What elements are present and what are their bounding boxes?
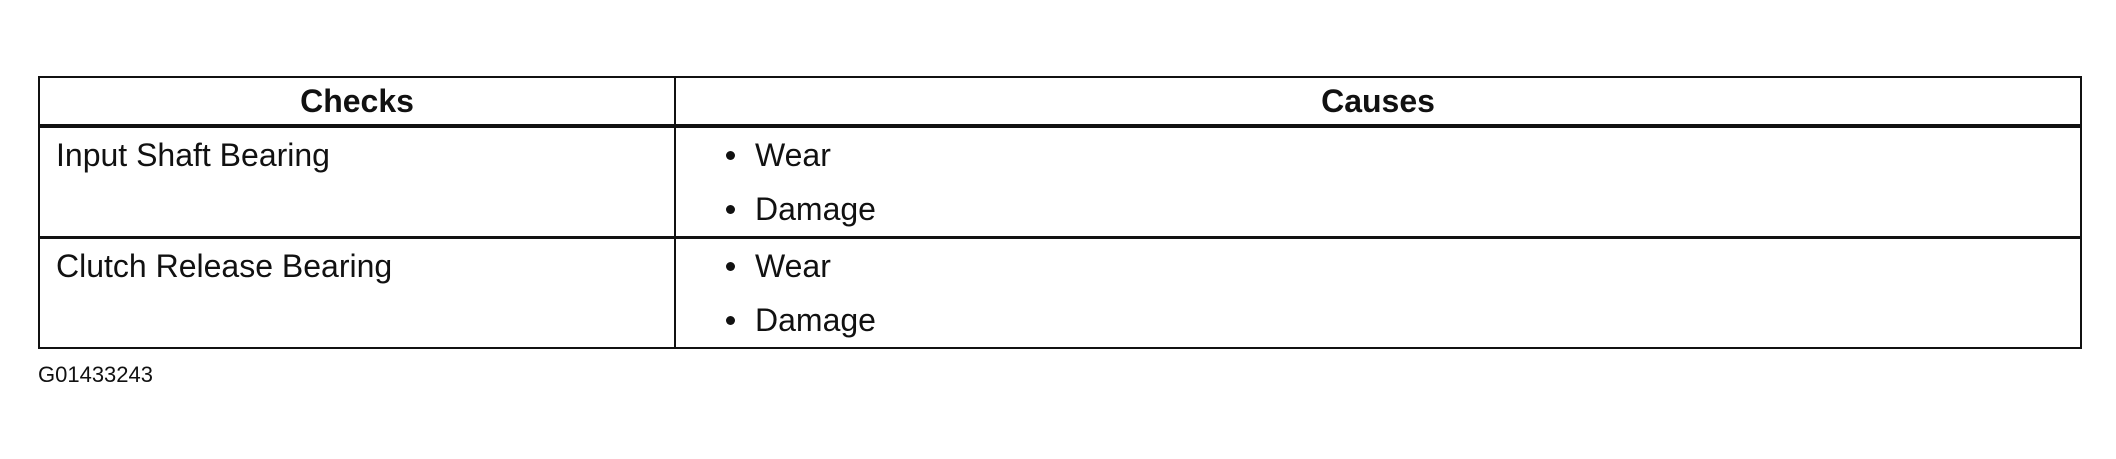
table-row: Clutch Release Bearing Wear Damage: [38, 236, 2082, 349]
figure-id: G01433243: [38, 362, 153, 387]
cause-text: Wear: [755, 248, 831, 284]
causes-cell: Wear Damage: [674, 125, 2082, 239]
cause-text: Damage: [755, 191, 876, 227]
bullet-icon: [726, 204, 735, 214]
check-cell: Input Shaft Bearing: [38, 125, 676, 239]
check-cell: Clutch Release Bearing: [38, 236, 676, 349]
list-item: Wear: [726, 239, 2080, 293]
header-row: Checks Causes: [38, 76, 2082, 128]
table-body: Input Shaft Bearing Wear Damage Clutch R…: [38, 125, 2082, 349]
causes-cell: Wear Damage: [674, 236, 2082, 349]
bullet-icon: [726, 261, 735, 271]
table-row: Input Shaft Bearing Wear Damage: [38, 125, 2082, 239]
checks-causes-table: Checks Causes Input Shaft Bearing Wear D…: [38, 76, 2082, 349]
list-item: Wear: [726, 128, 2080, 182]
cause-text: Damage: [755, 302, 876, 338]
bullet-icon: [726, 150, 735, 160]
header-causes: Causes: [674, 76, 2082, 128]
cause-text: Wear: [755, 137, 831, 173]
list-item: Damage: [726, 182, 2080, 236]
bullet-icon: [726, 315, 735, 325]
cause-list: Wear Damage: [676, 239, 2080, 347]
table-header: Checks Causes: [38, 76, 2082, 128]
list-item: Damage: [726, 293, 2080, 347]
cause-list: Wear Damage: [676, 128, 2080, 236]
header-checks: Checks: [38, 76, 676, 128]
